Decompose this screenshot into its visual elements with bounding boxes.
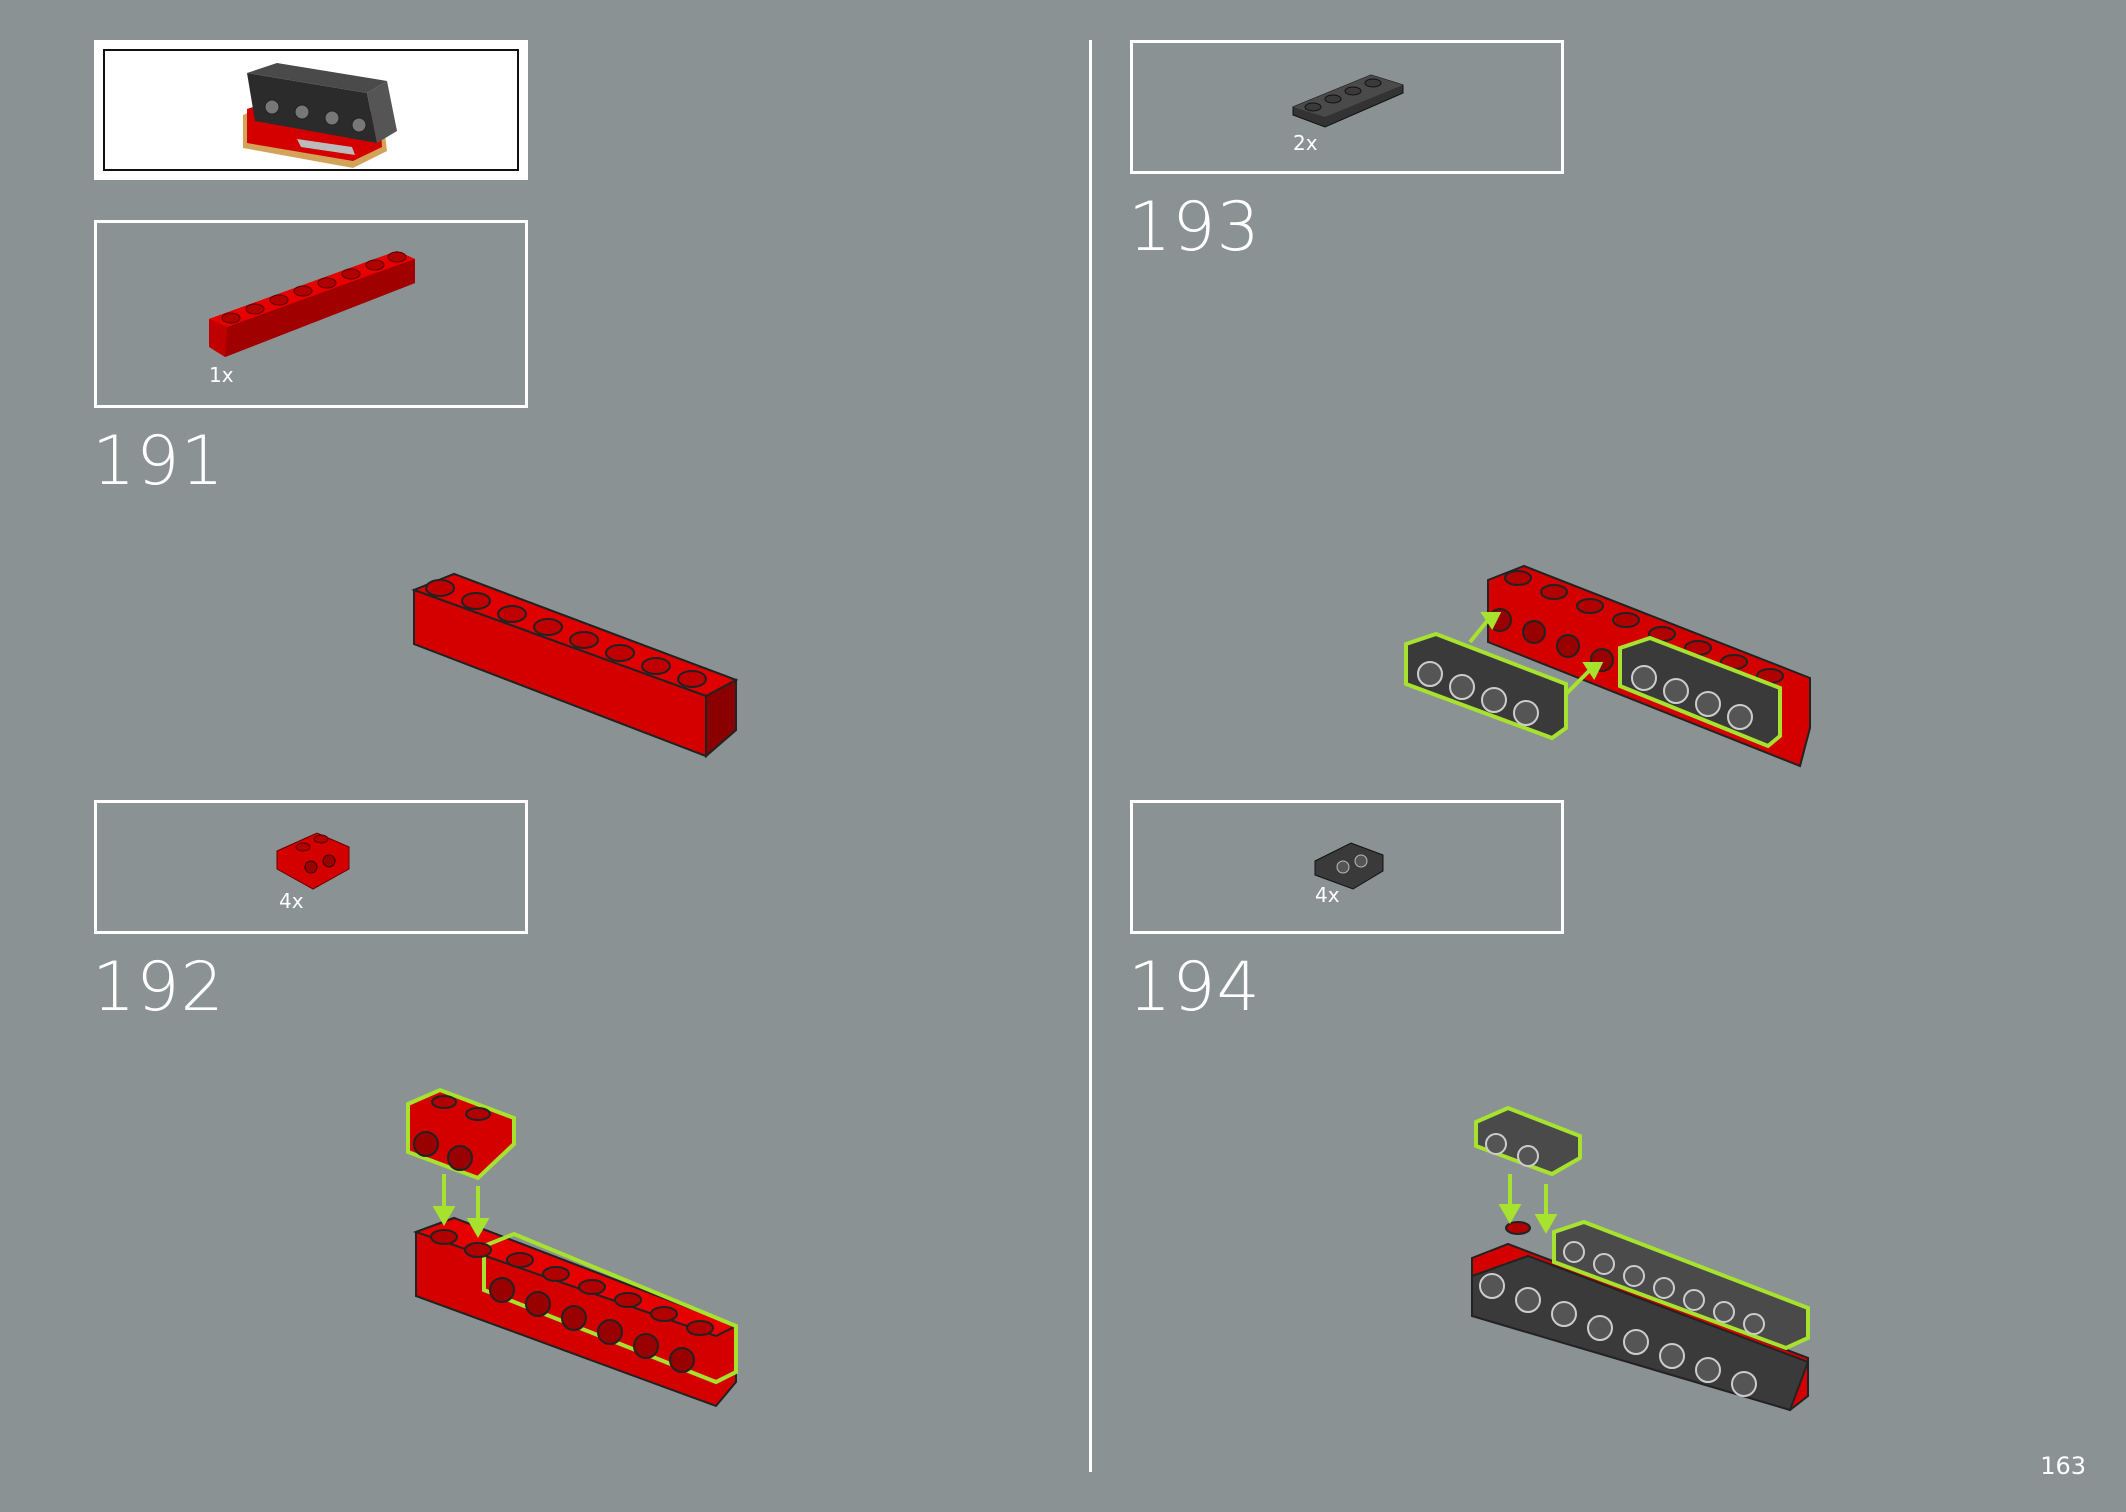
step-192-illustration (406, 1087, 739, 1408)
page-divider (1089, 40, 1092, 1472)
parts-callout-193: 2x (1130, 40, 1564, 174)
step-number: 192 (92, 948, 225, 1027)
brick-1x8-red-part-icon (209, 251, 415, 357)
parts-callout-192: 4x (94, 800, 528, 934)
part-quantity: 2x (1293, 131, 1318, 155)
parts-callout-194: 4x (1130, 800, 1564, 934)
submodel-frame (103, 49, 519, 171)
submodel-callout (94, 40, 528, 180)
bracket-1x2-red-part-icon (276, 832, 350, 890)
step-number: 194 (1128, 948, 1261, 1027)
part-quantity: 1x (209, 363, 234, 387)
step-194-illustration (1471, 1105, 1810, 1412)
submodel-illustration (243, 63, 397, 168)
page-number: 163 (2040, 1452, 2086, 1480)
bracket-1x2-dark-part-icon (1314, 842, 1384, 890)
step-number: 193 (1128, 188, 1261, 267)
step-193-illustration (1404, 564, 1811, 768)
part-quantity: 4x (279, 889, 304, 913)
parts-callout-191: 1x (94, 220, 528, 408)
part-quantity: 4x (1315, 883, 1340, 907)
step-number: 191 (92, 422, 225, 501)
plate-1x4-dark-part-icon (1292, 74, 1404, 128)
step-191-illustration (411, 572, 739, 759)
